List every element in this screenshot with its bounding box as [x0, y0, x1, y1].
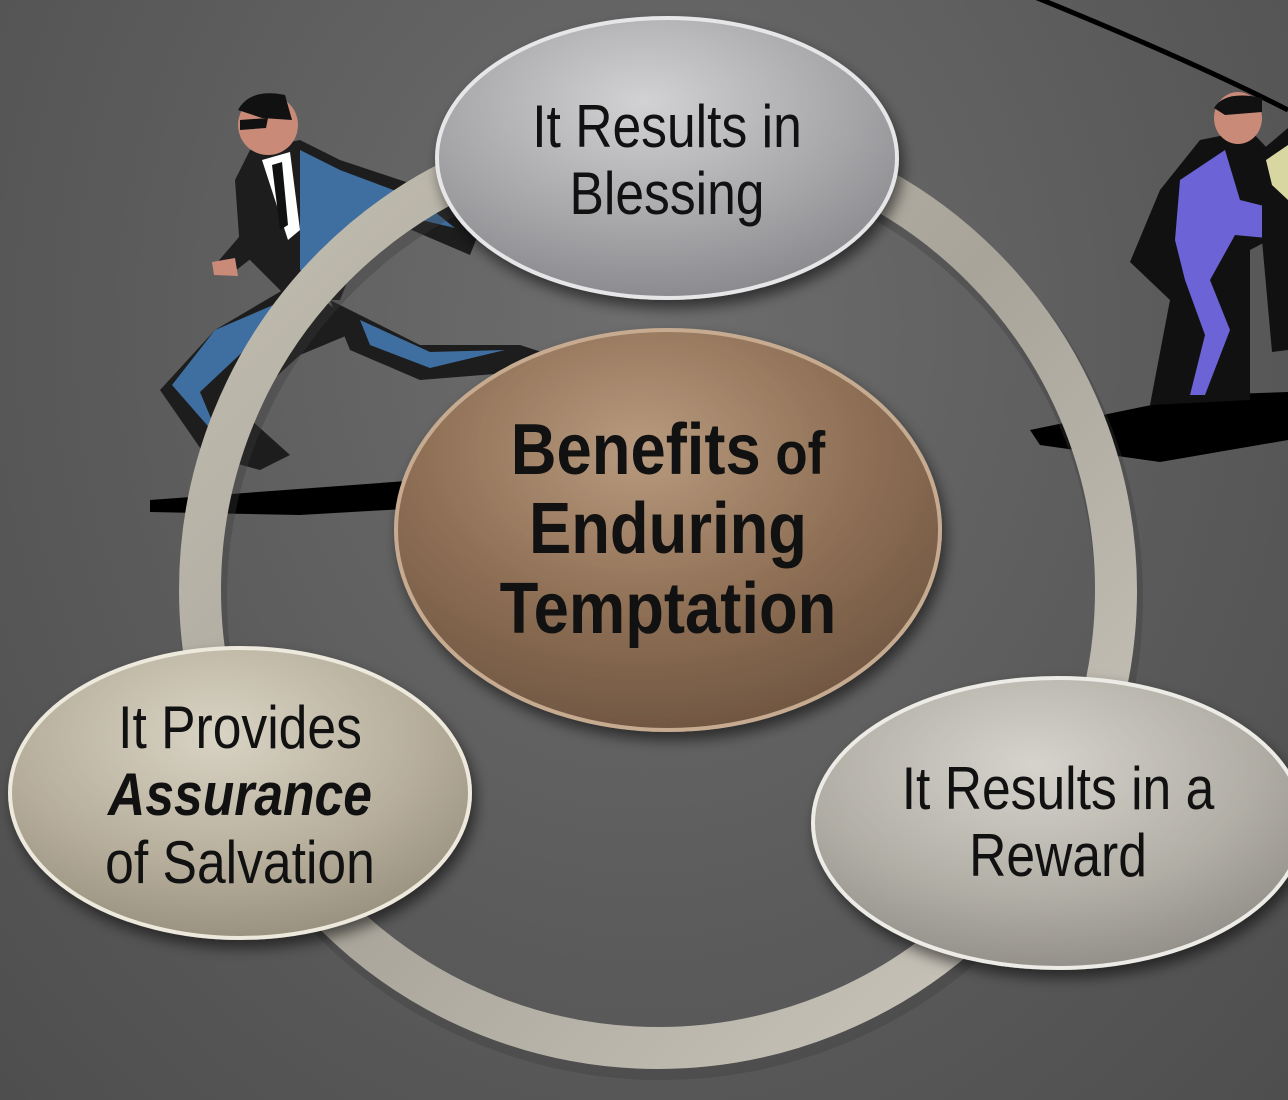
node-right-line-1: It Results in a — [901, 754, 1215, 822]
center-line-2: Enduring — [528, 489, 808, 570]
node-top-label: It Results in Blessing — [495, 70, 839, 250]
node-left-label: It Provides Assurance of Salvation — [68, 690, 412, 900]
center-shape — [394, 328, 942, 732]
node-top-line-2: Blessing — [569, 160, 765, 227]
businessmen-handshake-icon — [1030, 92, 1288, 462]
node-top-line-1: It Results in — [532, 92, 802, 160]
node-left-shape — [8, 646, 472, 940]
center-word-benefits: Benefits — [510, 410, 761, 491]
center-line-3: Temptation — [499, 568, 837, 649]
center-word-of: of — [760, 420, 826, 488]
decorative-arc — [1035, 0, 1288, 113]
node-left-line-3: of Salvation — [105, 828, 375, 896]
node-right-shape — [811, 676, 1288, 970]
node-right-line-2: Reward — [969, 822, 1147, 889]
center-title: Benefits of Enduring Temptation — [448, 340, 888, 720]
center-line-1: Benefits of — [511, 411, 825, 490]
node-top-shape — [435, 16, 899, 300]
node-left-line-1: It Provides — [118, 694, 362, 762]
node-left-line-2: Assurance — [108, 761, 372, 829]
node-right-label: It Results in a Reward — [869, 742, 1247, 902]
